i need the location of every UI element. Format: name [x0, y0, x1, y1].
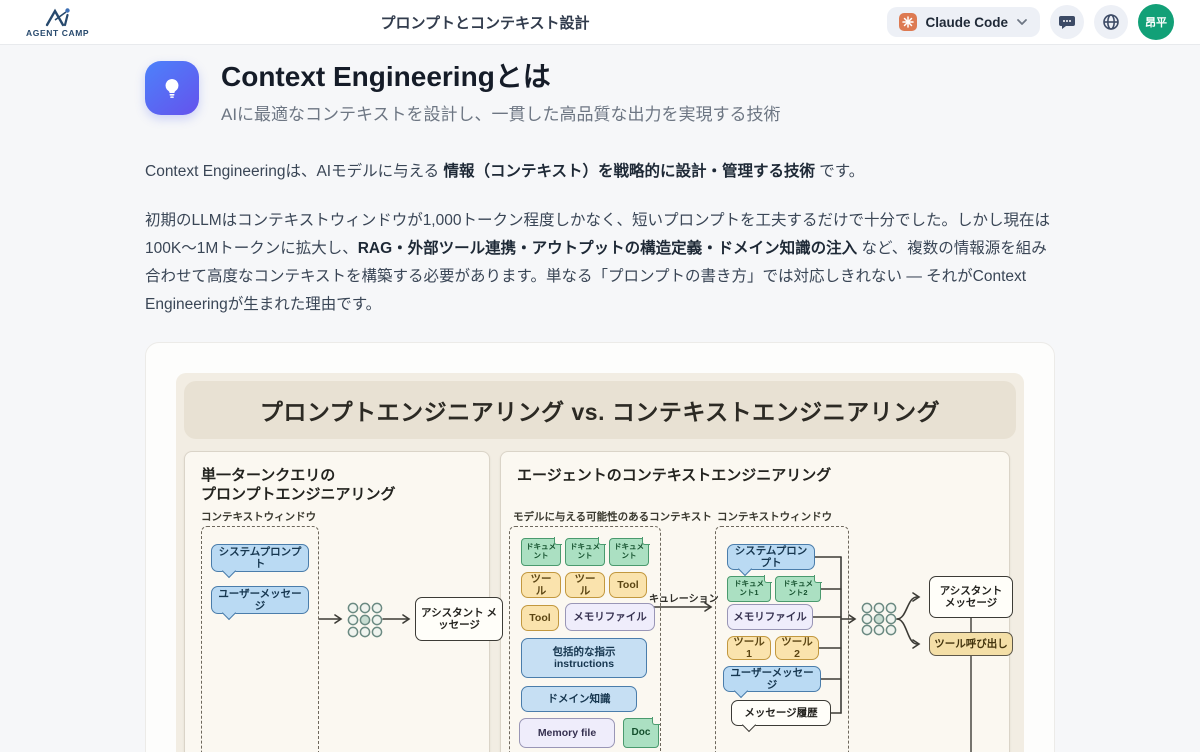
hero-section: Context Engineeringとは AIに最適なコンテキストを設計し、一…	[145, 61, 1055, 125]
doc2-chip: ドキュメント2	[775, 575, 822, 602]
model-icon	[347, 602, 383, 637]
language-button[interactable]	[1094, 5, 1128, 39]
globe-icon	[1102, 13, 1120, 31]
tool-chip: Tool	[609, 571, 647, 598]
possible-context-label: モデルに与える可能性のあるコンテキスト	[513, 510, 712, 523]
page-title: プロンプトとコンテキスト設計	[380, 14, 590, 32]
model-selector-label: Claude Code	[925, 14, 1008, 30]
right-context-window-box	[715, 525, 849, 752]
main-content: Context Engineeringとは AIに最適なコンテキストを設計し、一…	[145, 45, 1055, 752]
doc-chip: ドキュメント	[565, 537, 606, 566]
left-assistant-message-chip: アシスタント メッセージ	[415, 596, 503, 641]
diagram-card: プロンプトエンジニアリング vs. コンテキストエンジニアリング	[145, 341, 1055, 752]
left-context-window-box	[201, 525, 319, 752]
left-system-prompt-chip: システムプロンプト	[211, 543, 309, 572]
chevron-down-icon	[1016, 18, 1028, 26]
claude-spark-icon	[899, 13, 918, 31]
message-history-chip: メッセージ履歴	[731, 699, 831, 726]
right-context-window-label: コンテキストウィンドウ	[717, 510, 833, 523]
brand-name: AGENT CAMP	[26, 27, 90, 38]
tool2-chip: ツール2	[775, 636, 819, 660]
paragraph-2-bold: RAG・外部ツール連携・アウトプットの構造定義・ドメイン知識の注入	[357, 239, 858, 257]
right-memory-file-chip: メモリファイル	[727, 603, 813, 630]
memory-file-chip: メモリファイル	[565, 602, 655, 631]
domain-knowledge-chip: ドメイン知識	[521, 685, 637, 712]
user-avatar[interactable]: 昂平	[1138, 4, 1174, 40]
left-context-window-label: コンテキストウィンドウ	[201, 510, 317, 523]
diagram-title: プロンプトエンジニアリング vs. コンテキストエンジニアリング	[259, 398, 941, 425]
lightbulb-badge	[145, 61, 199, 115]
tent-ai-logo-icon	[44, 7, 72, 27]
tool-chip: ツール	[565, 571, 605, 598]
tool-call-chip: ツール呼び出し	[929, 631, 1013, 656]
doc-chip: ドキュメント	[609, 537, 650, 566]
article-title: Context Engineeringとは	[221, 61, 551, 92]
curation-label: キュレーション	[649, 593, 719, 605]
brand-logo[interactable]: AGENT CAMP	[26, 7, 89, 38]
article-subtitle: AIに最適なコンテキストを設計し、一貫した高品質な出力を実現する技術	[221, 105, 781, 125]
memory-file-en-chip: Memory file	[519, 717, 615, 748]
doc1-chip: ドキュメント1	[727, 575, 772, 602]
right-system-prompt-chip: システムプロンプト	[727, 543, 815, 570]
context-engineering-panel: エージェントのコンテキストエンジニアリング モデルに与える可能性のあるコンテキス…	[500, 450, 1013, 752]
prompt-engineering-panel: 単一ターンクエリのプロンプトエンジニアリング コンテキストウィンドウ システムプ…	[184, 450, 503, 752]
tool-chip: ツール	[521, 571, 561, 598]
right-assistant-message-chip: アシスタント メッセージ	[929, 575, 1013, 618]
doc-en-chip: Doc	[623, 717, 660, 748]
doc-chip: ドキュメント	[521, 537, 562, 566]
tool-chip: Tool	[521, 604, 559, 631]
possible-context-box	[509, 525, 661, 752]
lightbulb-icon	[160, 76, 184, 100]
paragraph-1: Context Engineeringは、AIモデルに与える 情報（コンテキスト…	[145, 163, 865, 181]
right-user-message-chip: ユーザーメッセージ	[723, 665, 821, 692]
model-icon	[861, 602, 897, 635]
chat-button[interactable]	[1050, 5, 1084, 39]
chat-bubble-icon	[1058, 13, 1076, 31]
paragraph-2: 初期のLLMはコンテキストウィンドウが1,000トークン程度しかなく、短いプロン…	[145, 212, 1051, 313]
paragraph-1-bold: 情報（コンテキスト）を戦略的に設計・管理する技術	[443, 163, 815, 181]
model-selector[interactable]: Claude Code	[887, 7, 1040, 37]
left-user-message-chip: ユーザーメッセージ	[211, 585, 309, 614]
left-panel-heading: 単一ターンクエリのプロンプトエンジニアリング	[201, 466, 396, 504]
diagram-title-band: プロンプトエンジニアリング vs. コンテキストエンジニアリング	[184, 380, 1016, 439]
tool1-chip: ツール1	[727, 636, 771, 660]
diagram-figure: プロンプトエンジニアリング vs. コンテキストエンジニアリング	[176, 372, 1024, 752]
app-header: AGENT CAMP プロンプトとコンテキスト設計 Claude Code	[0, 0, 1200, 45]
right-panel-heading: エージェントのコンテキストエンジニアリング	[517, 466, 832, 484]
